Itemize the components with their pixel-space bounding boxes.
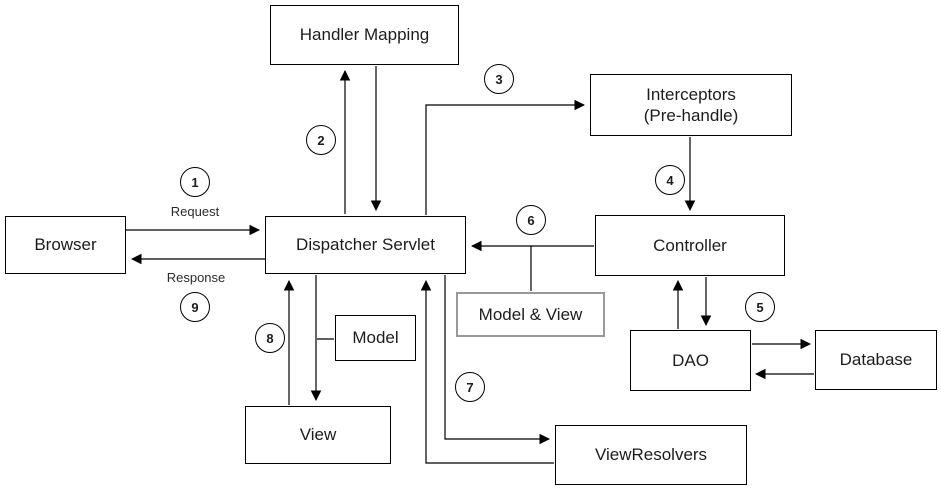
step-badge-2: 2 — [306, 125, 336, 155]
edge-dispatcher-to-view-resolvers — [444, 275, 551, 445]
node-view-resolvers-label: ViewResolvers — [594, 445, 708, 465]
step-badge-9: 9 — [180, 292, 210, 322]
node-browser: Browser — [5, 216, 126, 274]
step-badge-8: 8 — [255, 323, 285, 353]
edge-dispatcher-to-interceptors — [425, 99, 586, 215]
node-view-resolvers: ViewResolvers — [555, 425, 747, 485]
node-database: Database — [815, 330, 937, 390]
edge-label-request: Request — [170, 204, 220, 219]
step-badge-5: 5 — [745, 292, 775, 322]
node-dispatcher-servlet-label: Dispatcher Servlet — [296, 235, 435, 255]
node-model-and-view: Model & View — [456, 292, 605, 337]
node-model-and-view-label: Model & View — [478, 304, 583, 324]
step-badge-3: 3 — [484, 64, 514, 94]
node-controller: Controller — [595, 215, 785, 276]
node-dao-label: DAO — [672, 350, 709, 370]
node-database-label: Database — [839, 350, 913, 370]
step-badge-6: 6 — [516, 205, 546, 235]
node-interceptors: Interceptors (Pre-handle) — [590, 74, 792, 136]
step-badge-4: 4 — [655, 165, 685, 195]
step-badge-1: 1 — [180, 167, 210, 197]
node-controller-label: Controller — [653, 235, 727, 255]
node-dao: DAO — [630, 330, 751, 391]
edge-label-response: Response — [166, 270, 226, 285]
node-handler-mapping-label: Handler Mapping — [299, 25, 430, 45]
node-interceptors-label: Interceptors (Pre-handle) — [643, 84, 739, 125]
node-handler-mapping: Handler Mapping — [270, 5, 459, 65]
step-badge-7: 7 — [455, 372, 485, 402]
node-model-label: Model — [352, 328, 399, 348]
node-dispatcher-servlet: Dispatcher Servlet — [265, 216, 466, 274]
node-view-label: View — [299, 425, 337, 445]
edge-view-resolvers-to-dispatcher — [420, 279, 554, 464]
node-view: View — [245, 406, 391, 464]
node-model: Model — [335, 315, 416, 361]
node-browser-label: Browser — [34, 235, 97, 255]
